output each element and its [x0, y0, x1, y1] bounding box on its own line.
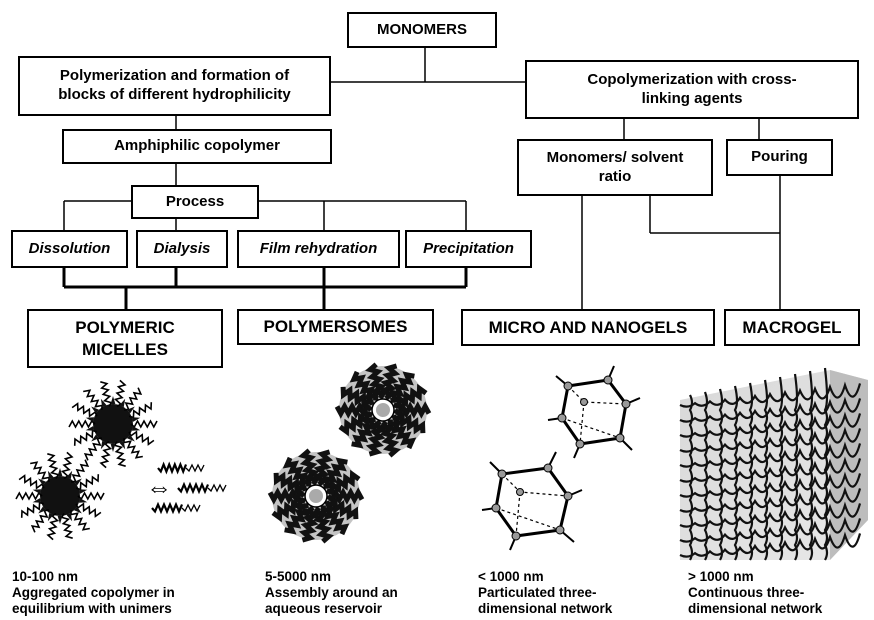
micro-nanogels-label: MICRO AND NANOGELS: [488, 317, 688, 337]
caption-line: Continuous three-: [688, 585, 805, 600]
caption-line: dimensional network: [688, 601, 823, 616]
pouring-label: Pouring: [751, 148, 808, 166]
macrogel-illustration: [679, 367, 868, 561]
copolymerization-line2: linking agents: [641, 89, 743, 107]
polymeric-micelles-box: POLYMERIC MICELLES: [27, 309, 223, 368]
polymersomes-label: POLYMERSOMES: [263, 317, 408, 337]
dissolution-box: Dissolution: [11, 230, 128, 268]
amphiphilic-box: Amphiphilic copolymer: [62, 129, 332, 164]
caption-line: Particulated three-: [478, 585, 597, 600]
polymerization-box: Polymerization and formation of blocks o…: [18, 56, 331, 116]
caption-micelles: 10-100 nm Aggregated copolymer in equili…: [12, 569, 175, 617]
nanogel-illustration: [481, 365, 641, 551]
arrow-symbol: ⇔: [146, 474, 172, 500]
dissolution-label: Dissolution: [28, 239, 111, 257]
monomers-ratio-box: Monomers/ solvent ratio: [517, 139, 713, 196]
polymeric-micelles-line1: POLYMERIC: [75, 318, 175, 338]
polymersome-illustration: [334, 362, 432, 458]
precipitation-box: Precipitation: [405, 230, 532, 268]
process-box: Process: [131, 185, 259, 219]
caption-line: Aggregated copolymer in: [12, 585, 175, 600]
equilibrium-arrow-icon: ⇔: [146, 472, 172, 502]
caption-polymersomes: 5-5000 nm Assembly around an aqueous res…: [265, 569, 398, 617]
amphiphilic-label: Amphiphilic copolymer: [114, 137, 280, 155]
macrogel-box: MACROGEL: [724, 309, 860, 346]
process-label: Process: [165, 192, 225, 210]
copolymerization-box: Copolymerization with cross- linking age…: [525, 60, 859, 119]
micro-nanogels-box: MICRO AND NANOGELS: [461, 309, 715, 346]
polymeric-micelles-line2: MICELLES: [82, 339, 168, 359]
monomers-label: MONOMERS: [377, 20, 467, 38]
caption-size: > 1000 nm: [688, 569, 754, 584]
micelle-illustration: [15, 451, 105, 541]
caption-line: equilibrium with unimers: [12, 601, 172, 616]
caption-nanogels: < 1000 nm Particulated three- dimensiona…: [478, 569, 612, 617]
unimer-chains: [151, 461, 227, 515]
film-rehydration-box: Film rehydration: [237, 230, 400, 268]
caption-size: < 1000 nm: [478, 569, 544, 584]
polymersome-illustration: [267, 448, 365, 544]
caption-line: dimensional network: [478, 601, 613, 616]
polymerization-line2: blocks of different hydrophilicity: [58, 86, 291, 103]
precipitation-label: Precipitation: [423, 239, 514, 257]
copolymerization-line1: Copolymerization with cross-: [587, 70, 797, 88]
caption-size: 5-5000 nm: [265, 569, 332, 584]
film-rehydration-label: Film rehydration: [259, 239, 378, 257]
monomers-ratio-line2: ratio: [598, 167, 632, 185]
monomers-ratio-line1: Monomers/ solvent: [546, 148, 684, 166]
caption-line: Assembly around an: [265, 585, 398, 600]
micelle-illustration: [68, 379, 158, 469]
pouring-box: Pouring: [726, 139, 833, 176]
polymersomes-box: POLYMERSOMES: [237, 309, 434, 345]
monomers-box: MONOMERS: [347, 12, 497, 48]
dialysis-label: Dialysis: [153, 239, 211, 257]
macrogel-label: MACROGEL: [742, 317, 842, 337]
caption-line: aqueous reservoir: [265, 601, 383, 616]
polymerization-line1: Polymerization and formation of: [59, 67, 290, 85]
dialysis-box: Dialysis: [136, 230, 228, 268]
caption-size: 10-100 nm: [12, 569, 79, 584]
caption-macrogel: > 1000 nm Continuous three- dimensional …: [688, 569, 822, 617]
